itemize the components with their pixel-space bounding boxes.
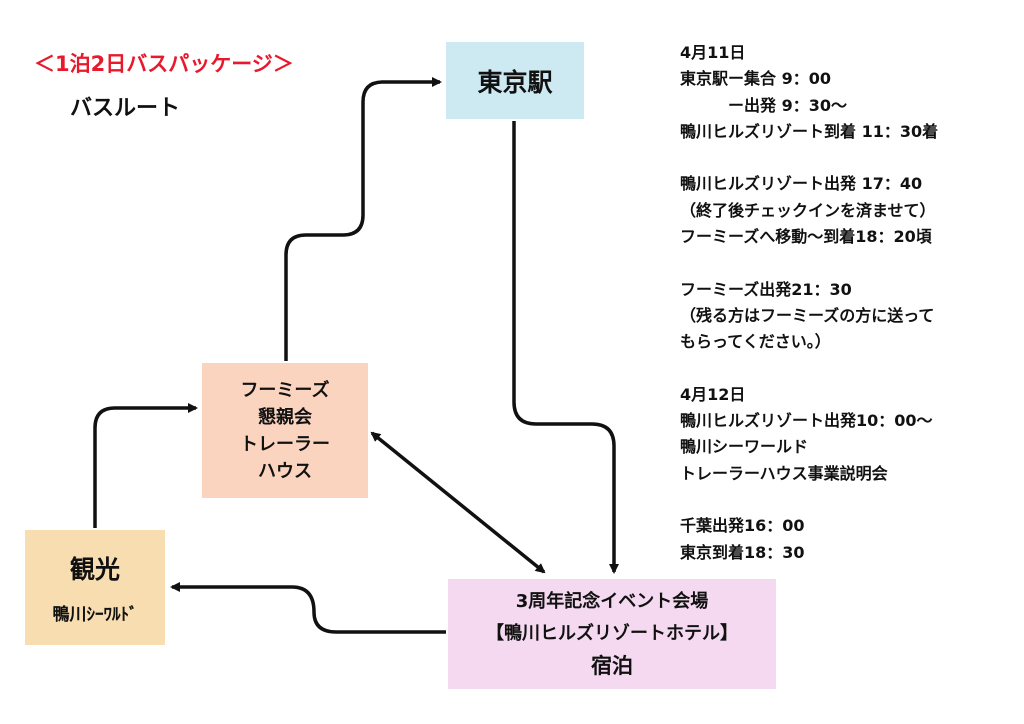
arrow-kanko-to-famiz bbox=[93, 403, 198, 528]
node-sightseeing-subtitle: 鴨川ｼｰﾜﾙﾄﾞ bbox=[52, 605, 138, 625]
schedule-line: 鴨川ヒルズリゾート出発 17：40 bbox=[680, 174, 923, 194]
arrow-tokyo-to-venue bbox=[512, 121, 619, 574]
node-famiz-line: 懇親会 bbox=[258, 406, 312, 428]
schedule-line: （残る方はフーミーズの方に送って bbox=[680, 305, 935, 325]
schedule-line bbox=[680, 145, 1010, 171]
schedule-line: 鴨川ヒルズリゾート出発10：00～ bbox=[680, 411, 933, 431]
node-venue-line1: 3周年記念イベント会場 bbox=[515, 591, 709, 612]
node-venue-line2: 【鴨川ヒルズリゾートホテル】 bbox=[486, 623, 738, 644]
schedule-line: もらってください。） bbox=[680, 332, 831, 352]
schedule-line: 鴨川シーワールド bbox=[680, 437, 809, 457]
schedule-line: 千葉出発16：00 bbox=[680, 516, 805, 536]
arrow-venue-to-kanko bbox=[170, 582, 446, 634]
schedule-line: フーミーズ出発21：30 bbox=[680, 279, 852, 299]
node-sightseeing-title: 観光 bbox=[69, 555, 120, 584]
node-venue-line3: 宿泊 bbox=[591, 654, 633, 678]
bus-route-label: バスルート bbox=[70, 96, 181, 121]
schedule-panel: 4月11日東京駅ー集合 9：00 ー出発 9：30～ 鴨川ヒルズリゾート到着 11… bbox=[680, 40, 1010, 566]
arrow-famiz-to-tokyo bbox=[284, 77, 442, 361]
schedule-line: 4月12日 bbox=[680, 384, 746, 404]
schedule-line: 鴨川ヒルズリゾート到着 11：30着 bbox=[680, 121, 939, 141]
node-event-venue: 3周年記念イベント会場 【鴨川ヒルズリゾートホテル】 宿泊 bbox=[448, 579, 776, 689]
schedule-line: 東京駅ー集合 9：00 bbox=[680, 69, 831, 89]
package-title: ＜1泊2日バスパッケージ＞ bbox=[34, 52, 294, 76]
node-famiz-line: トレーラー bbox=[240, 433, 330, 455]
node-tokyo-station: 東京駅 bbox=[446, 42, 584, 119]
schedule-line: トレーラーハウス事業説明会 bbox=[680, 463, 888, 483]
schedule-line: フーミーズへ移動～到着18：20頃 bbox=[680, 227, 932, 247]
schedule-line bbox=[680, 356, 1010, 382]
schedule-line: ー出発 9：30～ bbox=[680, 95, 847, 115]
schedule-line: 東京到着18：30 bbox=[680, 542, 805, 562]
node-tokyo-label: 東京駅 bbox=[477, 67, 553, 97]
arrow-famiz-venue-bidirectional bbox=[370, 431, 546, 574]
node-famiz-line: フーミーズ bbox=[240, 379, 330, 401]
node-sightseeing: 観光 鴨川ｼｰﾜﾙﾄﾞ bbox=[25, 530, 165, 645]
node-famiz-line: ハウス bbox=[258, 460, 312, 482]
node-famiz: フーミーズ 懇親会 トレーラー ハウス bbox=[202, 363, 368, 498]
schedule-line: 4月11日 bbox=[680, 43, 746, 62]
schedule-line bbox=[680, 250, 1010, 276]
schedule-line bbox=[680, 487, 1010, 513]
schedule-line: （終了後チェックインを済ませて） bbox=[680, 200, 936, 220]
